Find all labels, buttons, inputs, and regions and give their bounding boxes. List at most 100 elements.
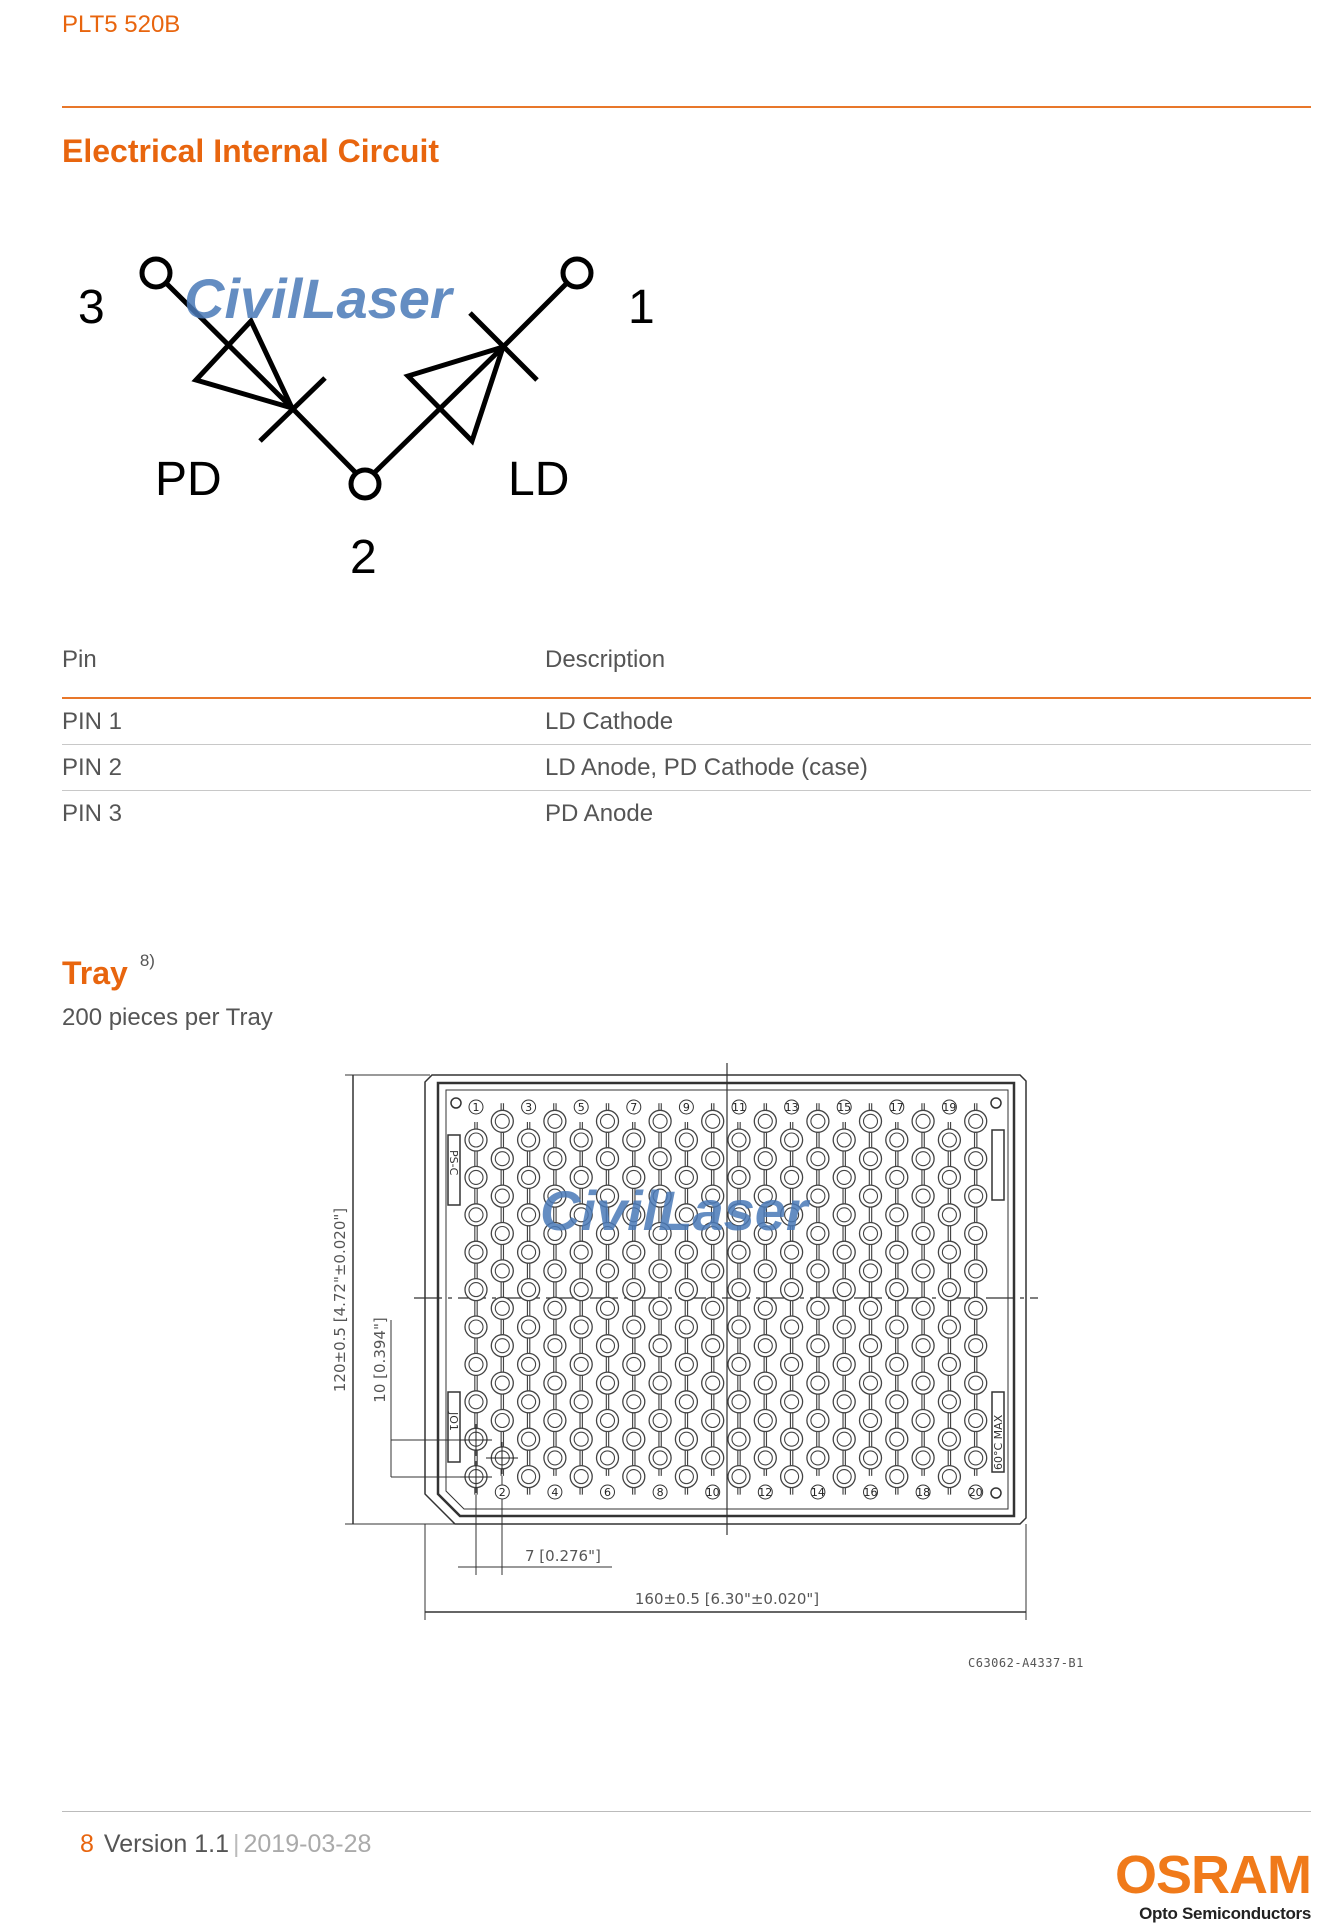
pocket — [648, 1109, 672, 1133]
pocket-inner — [757, 1375, 773, 1391]
column-label: 1 — [473, 1101, 480, 1114]
column-label-circle — [889, 1099, 905, 1115]
pocket — [858, 1259, 883, 1283]
pocket-inner — [494, 1263, 510, 1279]
pocket-inner — [705, 1375, 721, 1391]
pocket — [674, 1240, 699, 1264]
pocket-inner — [810, 1225, 826, 1242]
pocket — [727, 1390, 751, 1414]
pocket-inner — [968, 1113, 984, 1129]
pocket-inner — [968, 1450, 984, 1466]
pocket — [885, 1203, 909, 1227]
pocket-inner — [521, 1282, 537, 1298]
pocket — [885, 1352, 909, 1377]
tray-title-text: Tray — [62, 955, 128, 991]
pocket-inner — [810, 1113, 826, 1129]
pocket — [701, 1446, 725, 1470]
pocket — [964, 1221, 988, 1246]
pocket — [911, 1446, 935, 1470]
column-label-circle — [678, 1099, 694, 1115]
pocket-inner — [784, 1394, 800, 1410]
col-header-pin: Pin — [62, 646, 97, 673]
pocket — [779, 1240, 804, 1264]
wire-ld-pin1 — [501, 281, 569, 349]
pocket-inner — [678, 1282, 694, 1298]
pocket-inner — [915, 1450, 931, 1466]
pocket-inner — [731, 1319, 747, 1335]
pocket — [885, 1315, 909, 1339]
column-label: 7 — [630, 1101, 637, 1114]
footer-divider — [62, 1811, 1311, 1812]
column-label-circle — [784, 1099, 800, 1115]
pocket-inner — [915, 1188, 931, 1204]
pocket-inner — [547, 1450, 563, 1466]
col-header-description: Description — [545, 646, 666, 673]
pocket-inner — [521, 1132, 537, 1148]
column-label-circle — [941, 1099, 957, 1115]
pocket-inner — [573, 1207, 589, 1223]
pocket — [858, 1334, 883, 1358]
pocket-inner — [731, 1394, 747, 1410]
pocket-inner — [968, 1151, 984, 1167]
pocket-inner — [862, 1188, 879, 1204]
pocket-inner — [810, 1151, 826, 1167]
column-label-circle — [521, 1099, 537, 1115]
pocket — [569, 1390, 593, 1414]
pocket — [832, 1128, 856, 1152]
pocket-inner — [757, 1188, 773, 1204]
pocket-inner — [731, 1244, 747, 1260]
pocket — [753, 1184, 777, 1208]
pocket — [595, 1334, 620, 1358]
pocket — [674, 1427, 699, 1451]
pocket-inner — [941, 1394, 957, 1410]
column-label-circle — [600, 1484, 615, 1500]
pocket-inner — [626, 1356, 642, 1372]
pocket-inner — [652, 1450, 668, 1466]
pocket-inner — [705, 1412, 721, 1429]
pocket — [595, 1147, 620, 1171]
pocket-inner — [810, 1338, 826, 1354]
pocket-inner — [889, 1431, 905, 1447]
pocket-inner — [573, 1244, 589, 1260]
circuit-diagram: CivilLaser 3 1 PD LD 2 — [78, 256, 655, 584]
pocket-inner — [678, 1319, 694, 1335]
column-label: 13 — [785, 1101, 799, 1114]
pocket-inner — [547, 1338, 563, 1354]
height-dimension-label: 120±0.5 [4.72"±0.020"] — [331, 1208, 349, 1392]
pocket-inner — [941, 1469, 957, 1485]
pocket-inner — [889, 1132, 905, 1148]
pocket-inner — [652, 1113, 668, 1129]
pocket-inner — [889, 1469, 905, 1485]
pocket — [595, 1371, 620, 1395]
pocket-inner — [468, 1356, 484, 1372]
pocket — [832, 1240, 856, 1264]
pocket — [911, 1408, 935, 1433]
pocket — [753, 1371, 777, 1395]
pocket-inner — [547, 1151, 563, 1167]
pocket-inner — [757, 1151, 773, 1167]
pocket — [779, 1165, 804, 1190]
pocket-inner — [915, 1263, 931, 1279]
pocket — [701, 1109, 725, 1133]
corner-hole — [990, 1097, 1002, 1109]
pocket-inner — [862, 1338, 879, 1354]
pocket — [832, 1352, 856, 1377]
pocket — [806, 1446, 830, 1470]
pocket — [806, 1371, 830, 1395]
pocket — [595, 1259, 620, 1283]
pocket-inner — [678, 1394, 694, 1410]
pocket — [490, 1408, 514, 1433]
pocket — [911, 1221, 935, 1246]
pocket-inner — [652, 1375, 668, 1391]
pocket-inner — [705, 1188, 721, 1204]
column-label: 18 — [916, 1486, 930, 1499]
pd-cathode-bar — [258, 376, 327, 443]
pocket-inner — [862, 1151, 879, 1167]
pocket-inner — [941, 1169, 957, 1185]
pocket-inner — [678, 1169, 694, 1185]
pocket — [911, 1259, 935, 1283]
pocket — [464, 1203, 488, 1227]
pocket — [885, 1464, 909, 1489]
pocket — [858, 1408, 883, 1433]
